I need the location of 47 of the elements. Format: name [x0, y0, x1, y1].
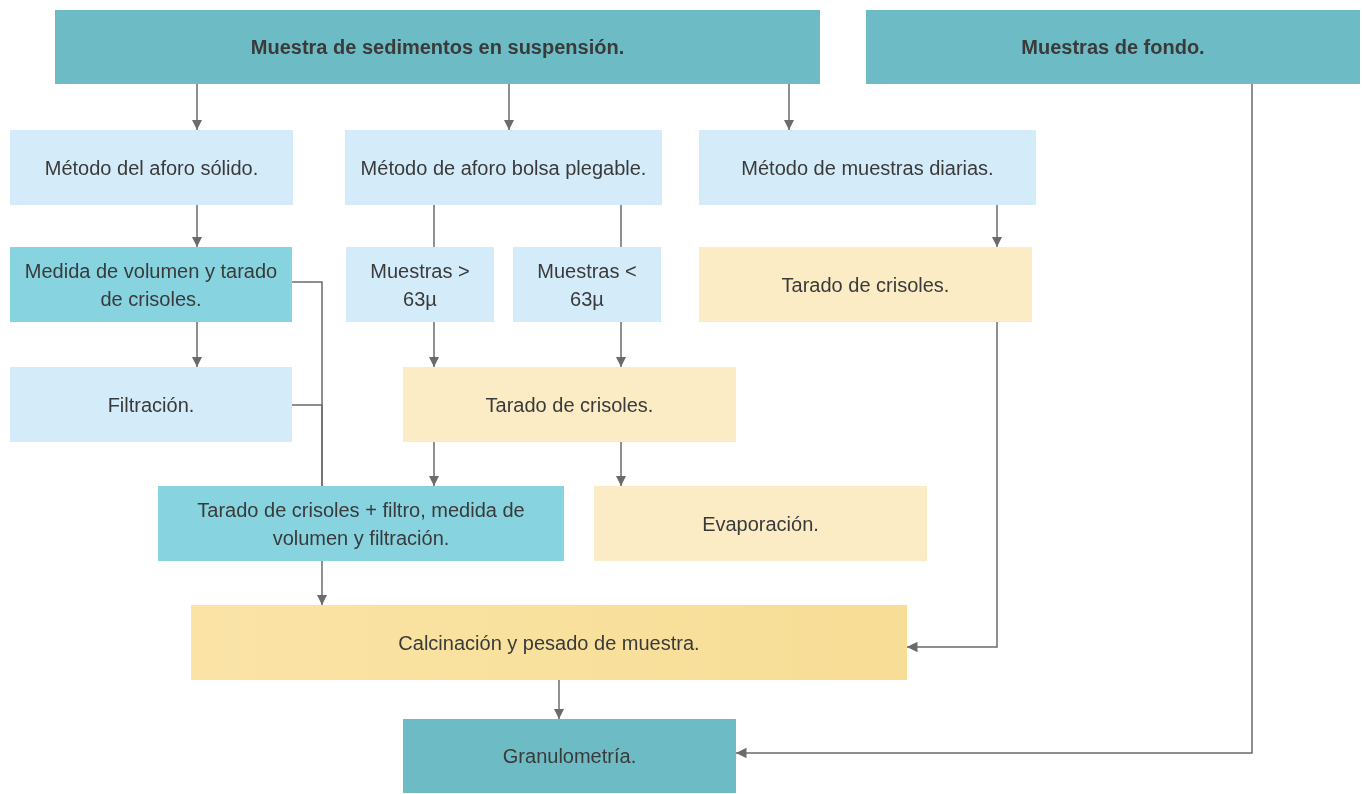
- process-box: [55, 10, 820, 84]
- arrow: [191, 321, 203, 368]
- box-label: Granulometría.: [502, 744, 637, 769]
- connector-line: [433, 204, 435, 248]
- process-box: [699, 130, 1036, 205]
- arrow: [991, 204, 1003, 248]
- arrow: [906, 321, 998, 653]
- box-label: Muestras de fondo.: [1021, 35, 1205, 60]
- process-box: [191, 605, 907, 680]
- arrow: [553, 679, 565, 720]
- arrow: [191, 204, 203, 248]
- process-box: [10, 247, 292, 322]
- box-label: Método del aforo sólido.: [44, 155, 259, 181]
- box-label: Muestras > 63µ: [369, 258, 471, 312]
- box-label: Filtración.: [107, 392, 195, 418]
- process-box: [699, 247, 1032, 322]
- box-label: Tarado de crisoles + filtro, medida de volumen y filtración.: [196, 497, 526, 551]
- arrow: [191, 83, 203, 131]
- box-label: Muestra de sedimentos en suspensión.: [250, 35, 625, 60]
- process-box: [403, 719, 736, 793]
- arrow: [735, 83, 1253, 759]
- connector-line: [620, 204, 622, 248]
- arrow: [615, 321, 627, 368]
- process-box: [345, 130, 662, 205]
- box-label: Calcinación y pesado de muestra.: [398, 630, 700, 656]
- arrow: [428, 441, 440, 487]
- arrow: [428, 321, 440, 368]
- box-label: Método de aforo bolsa plegable.: [360, 155, 647, 181]
- arrow: [316, 560, 328, 606]
- box-label: Método de muestras diarias.: [741, 155, 994, 181]
- process-box: [346, 247, 494, 322]
- box-label: Muestras < 63µ: [536, 258, 638, 312]
- connector-line: [291, 404, 323, 487]
- box-label: Evaporación.: [702, 511, 819, 537]
- box-label: Medida de volumen y tarado de crisoles.: [23, 258, 279, 312]
- process-box: [866, 10, 1360, 84]
- process-box: [158, 486, 564, 561]
- box-label: Tarado de crisoles.: [485, 392, 654, 418]
- box-label: Tarado de crisoles.: [781, 272, 950, 298]
- arrow: [615, 441, 627, 487]
- arrow: [783, 83, 795, 131]
- arrow: [503, 83, 515, 131]
- process-box: [594, 486, 927, 561]
- process-box: [10, 130, 293, 205]
- process-box: [403, 367, 736, 442]
- process-box: [513, 247, 661, 322]
- process-box: [10, 367, 292, 442]
